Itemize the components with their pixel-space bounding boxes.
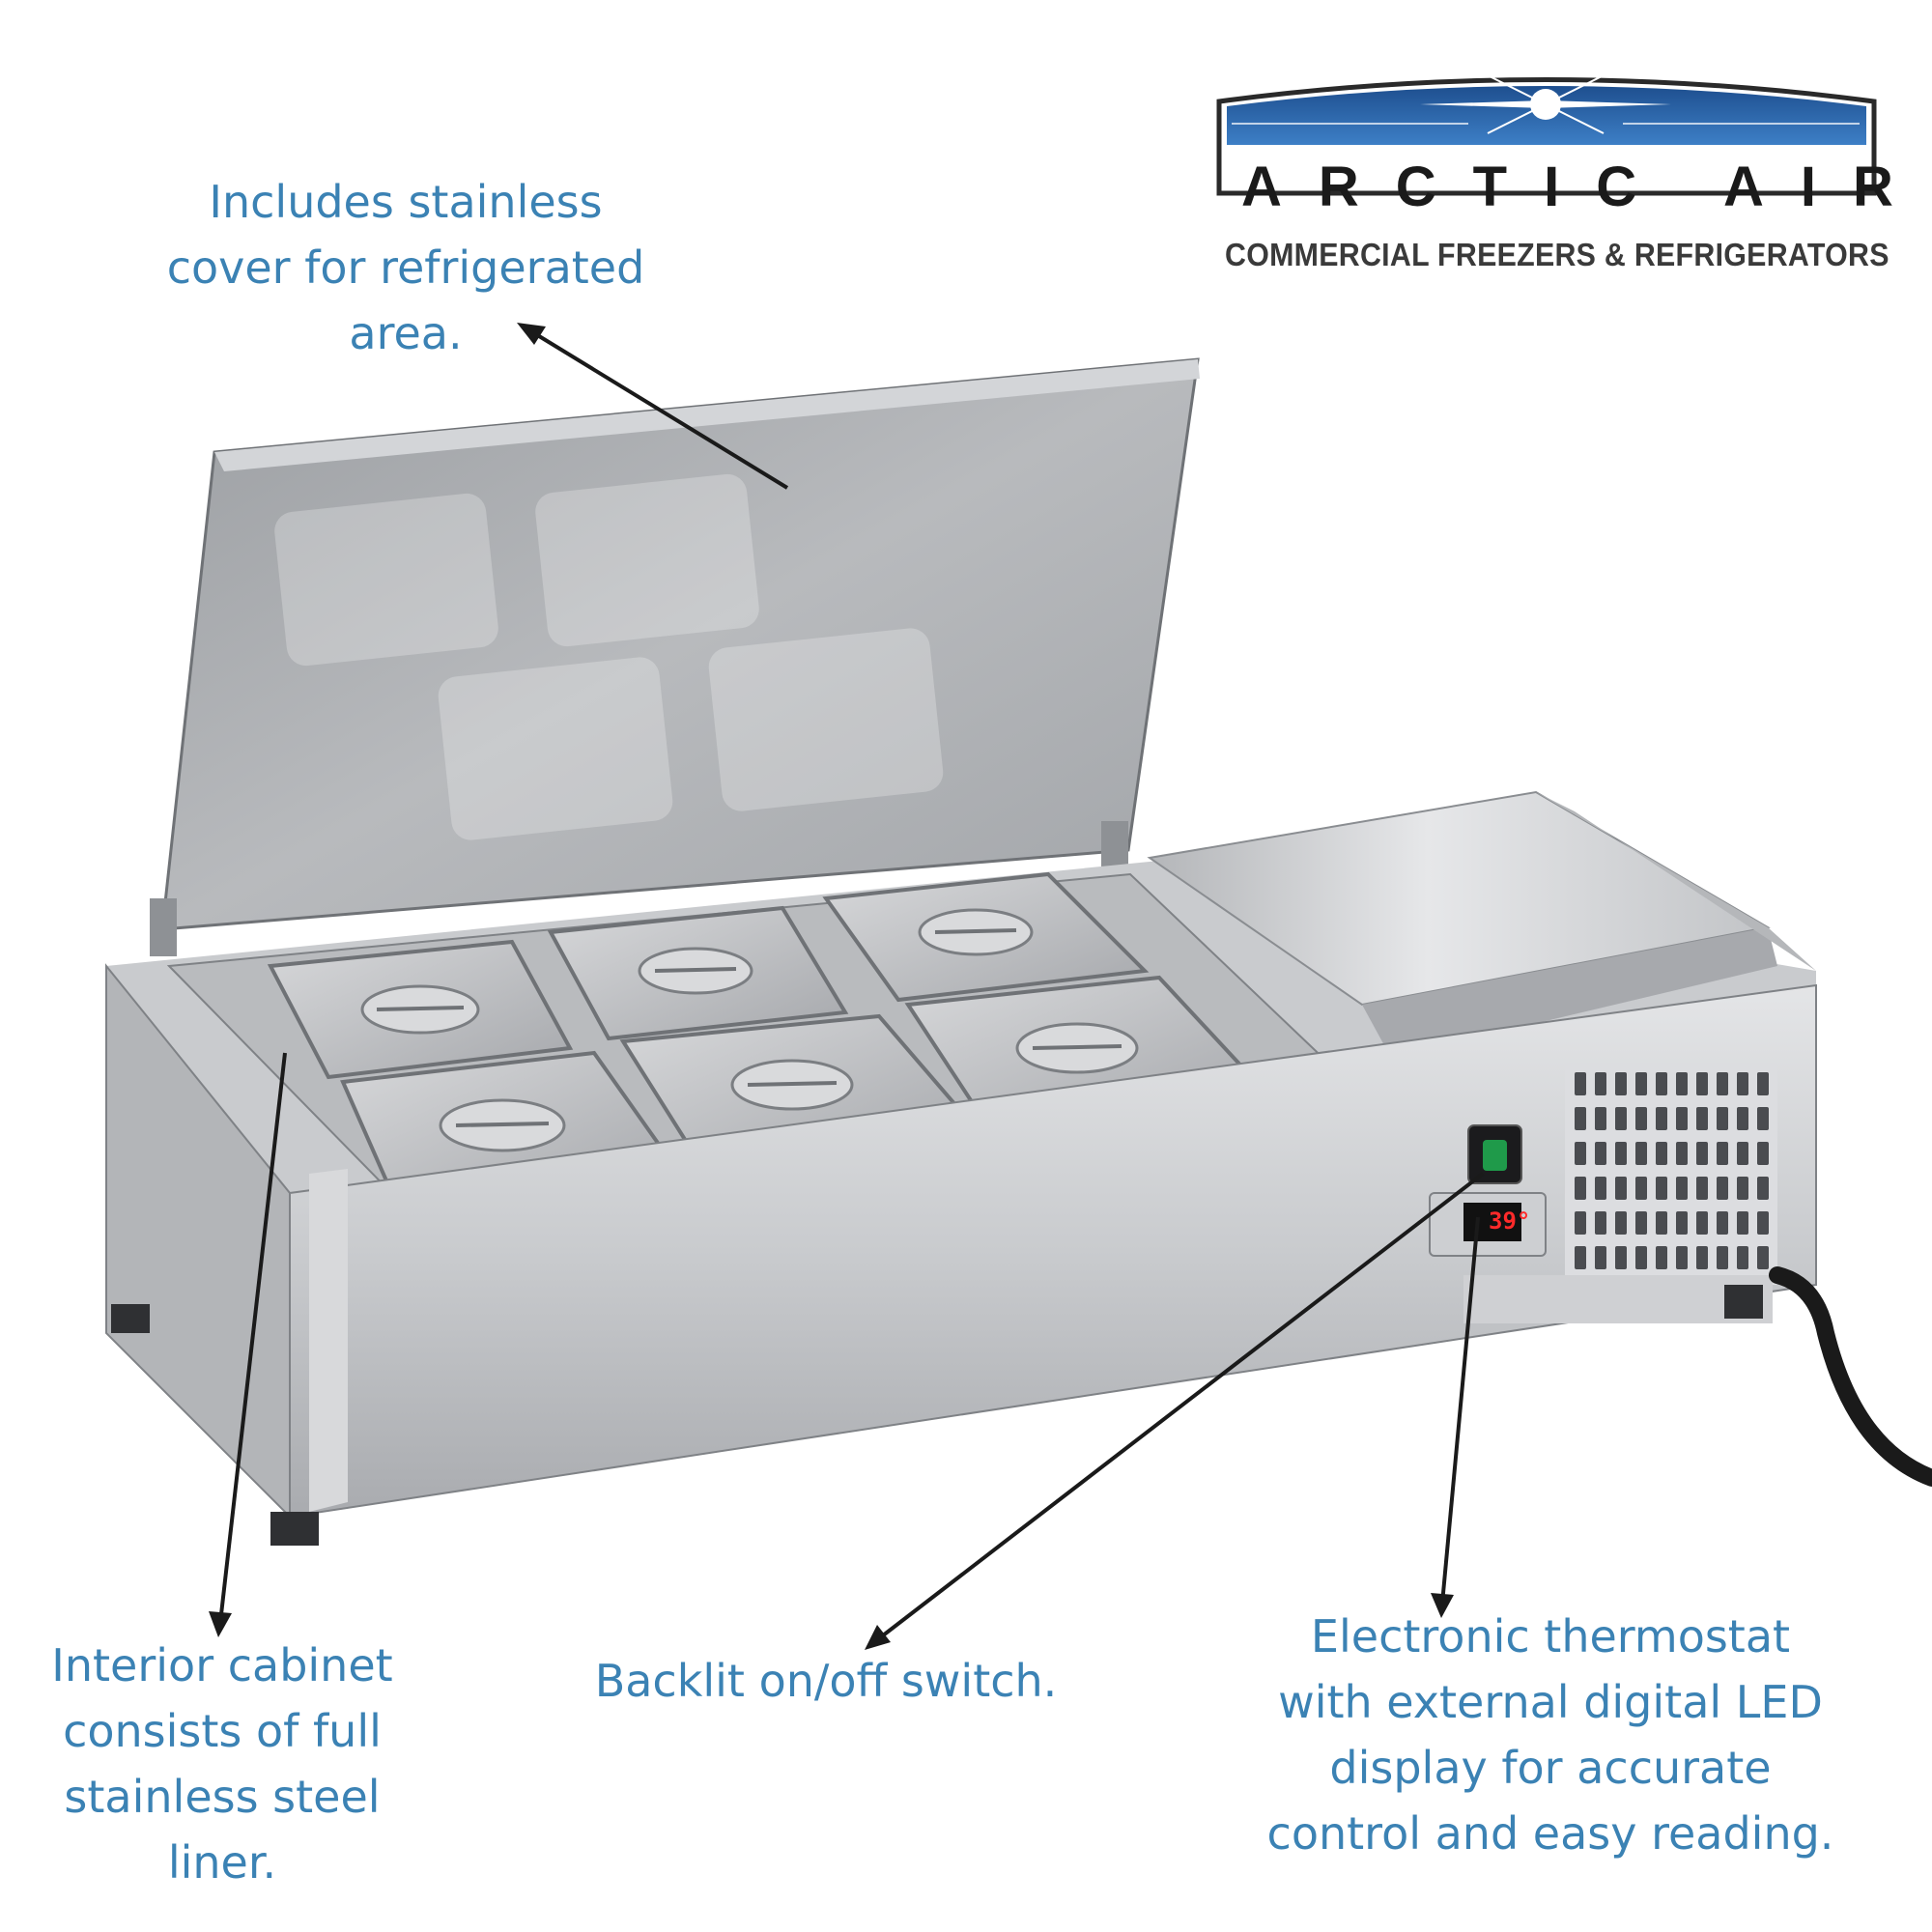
starburst-icon <box>1420 71 1671 137</box>
vent-slot <box>1575 1142 1586 1165</box>
callout-thermostat-line: Electronic thermostat <box>1310 1610 1791 1662</box>
callout-liner-line: stainless steel <box>64 1771 381 1823</box>
vent-slot <box>1615 1211 1627 1235</box>
brand-name: ARCTIC AIR <box>1241 156 1930 218</box>
vent-slot <box>1757 1142 1769 1165</box>
pan-3 <box>822 871 1150 1003</box>
vent-slot <box>1575 1107 1586 1130</box>
callout-cover: Includes stainless cover for refrigerate… <box>164 169 647 366</box>
brand-logo <box>1216 71 1877 196</box>
callout-liner-line: liner. <box>167 1836 277 1889</box>
callout-thermostat-line: display for accurate <box>1329 1742 1772 1794</box>
vent-slot <box>1757 1072 1769 1095</box>
stainless-cover <box>150 357 1200 956</box>
vent-slot <box>1676 1072 1688 1095</box>
vent-slot <box>1656 1142 1667 1165</box>
vent-slot <box>1757 1246 1769 1269</box>
vent-slot <box>1575 1246 1586 1269</box>
vent-slot <box>1656 1107 1667 1130</box>
vent-slot <box>1595 1107 1606 1130</box>
vent-slot <box>1737 1246 1748 1269</box>
vent-slot <box>1615 1107 1627 1130</box>
callout-liner-line: Interior cabinet <box>51 1639 393 1691</box>
pan-2 <box>547 905 849 1041</box>
callout-switch-line: Backlit on/off switch. <box>594 1655 1058 1707</box>
vent-slot <box>1635 1142 1647 1165</box>
vent-slot <box>1737 1211 1748 1235</box>
callout-cover-line: area. <box>349 307 463 359</box>
callout-thermostat-line: control and easy reading. <box>1266 1807 1834 1860</box>
vent-slot <box>1717 1142 1728 1165</box>
brand-tagline: COMMERCIAL FREEZERS & REFRIGERATORS <box>1225 237 1889 272</box>
vent-slot <box>1757 1107 1769 1130</box>
vent-slot <box>1615 1072 1627 1095</box>
vent-grille <box>1565 1063 1777 1285</box>
vent-slot <box>1676 1142 1688 1165</box>
callout-cover-line: cover for refrigerated <box>166 242 645 294</box>
vent-slot <box>1575 1177 1586 1200</box>
vent-slot <box>1575 1072 1586 1095</box>
callout-thermostat-line: with external digital LED <box>1278 1676 1823 1728</box>
vent-slot <box>1595 1211 1606 1235</box>
vent-slot <box>1615 1142 1627 1165</box>
vent-slot <box>1757 1211 1769 1235</box>
vent-slot <box>1635 1246 1647 1269</box>
vent-slot <box>1575 1211 1586 1235</box>
vent-slot <box>1595 1246 1606 1269</box>
callout-cover-line: Includes stainless <box>209 176 603 228</box>
vent-slot <box>1595 1072 1606 1095</box>
vent-slot <box>1656 1211 1667 1235</box>
vent-slot <box>1757 1177 1769 1200</box>
vent-slot <box>1696 1072 1708 1095</box>
vent-slot <box>1615 1177 1627 1200</box>
vent-slot <box>1717 1107 1728 1130</box>
callout-liner: Interior cabinet consists of full stainl… <box>39 1633 406 1895</box>
vent-slot <box>1676 1246 1688 1269</box>
vent-slot <box>1717 1177 1728 1200</box>
led-display-icon <box>1429 1192 1547 1257</box>
vent-slot <box>1737 1177 1748 1200</box>
vent-slot <box>1696 1142 1708 1165</box>
vent-slot <box>1737 1142 1748 1165</box>
vent-slot <box>1696 1211 1708 1235</box>
vent-slot <box>1656 1072 1667 1095</box>
thermostat-reading: 39° <box>1489 1208 1531 1235</box>
vent-slot <box>1737 1072 1748 1095</box>
vent-slot <box>1676 1211 1688 1235</box>
power-switch-icon <box>1467 1124 1522 1184</box>
callout-liner-line: consists of full <box>63 1705 382 1757</box>
vent-slot <box>1656 1177 1667 1200</box>
callout-thermostat: Electronic thermostat with external digi… <box>1256 1604 1845 1866</box>
callout-arrows <box>209 323 1485 1650</box>
vent-slot <box>1656 1246 1667 1269</box>
cabinet-body <box>105 963 1817 1546</box>
vent-slot <box>1717 1072 1728 1095</box>
vent-slot <box>1696 1107 1708 1130</box>
vent-slot <box>1737 1107 1748 1130</box>
vent-slot <box>1717 1211 1728 1235</box>
vent-slot <box>1676 1107 1688 1130</box>
vent-slot <box>1595 1177 1606 1200</box>
vent-slot <box>1696 1246 1708 1269</box>
compressor-housing <box>1147 790 1816 1058</box>
vent-slot <box>1595 1142 1606 1165</box>
vent-slot <box>1615 1246 1627 1269</box>
callout-switch: Backlit on/off switch. <box>594 1648 1058 1714</box>
vent-slot <box>1635 1107 1647 1130</box>
vent-slot <box>1696 1177 1708 1200</box>
vent-slot <box>1676 1177 1688 1200</box>
vent-slot <box>1635 1072 1647 1095</box>
vent-slot <box>1717 1246 1728 1269</box>
vent-slot <box>1635 1177 1647 1200</box>
power-cord-icon <box>1769 1266 1932 1487</box>
vent-slot <box>1635 1211 1647 1235</box>
pan-1 <box>267 939 574 1080</box>
